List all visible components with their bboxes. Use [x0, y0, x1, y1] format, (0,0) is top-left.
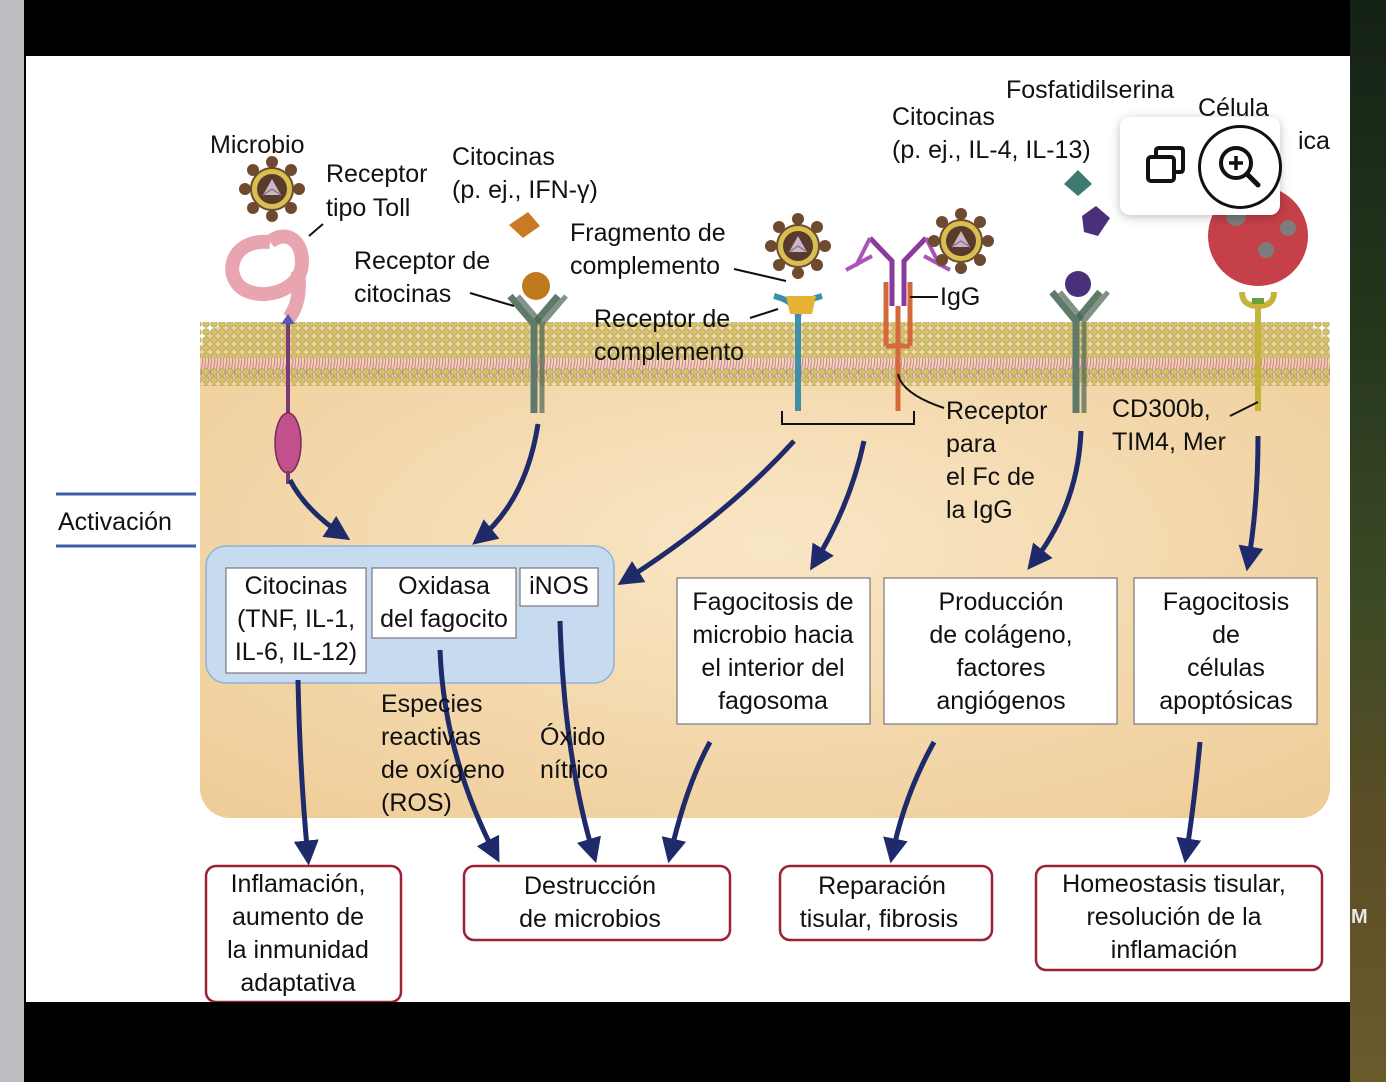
svg-text:Receptor: Receptor: [326, 160, 427, 188]
outcome-reparacion: [778, 864, 994, 942]
svg-text:resolución de la: resolución de la: [1086, 903, 1261, 931]
svg-text:Homeostasis tisular,: Homeostasis tisular,: [1062, 870, 1286, 898]
fc-receptor-igg: [781, 207, 995, 425]
pathway-arrows: [287, 423, 1264, 866]
svg-text:microbio hacia: microbio hacia: [692, 621, 853, 649]
image-toolbar: [1120, 117, 1282, 215]
left-window-edge: [0, 0, 24, 1082]
svg-text:Oxidasa: Oxidasa: [398, 572, 490, 600]
svg-text:tipo Toll: tipo Toll: [326, 194, 410, 222]
svg-text:Destrucción: Destrucción: [524, 872, 656, 900]
svg-text:Fagocitosis: Fagocitosis: [1163, 588, 1289, 616]
svg-text:Citocinas: Citocinas: [245, 572, 348, 600]
svg-text:el interior del: el interior del: [701, 654, 844, 682]
cytokine-receptor: [469, 212, 568, 413]
svg-text:Receptor de: Receptor de: [594, 305, 730, 333]
svg-text:para: para: [946, 430, 996, 458]
svg-text:la IgG: la IgG: [946, 496, 1013, 524]
svg-text:complemento: complemento: [594, 338, 744, 366]
svg-text:de colágeno,: de colágeno,: [929, 621, 1072, 649]
svg-text:adaptativa: adaptativa: [240, 969, 355, 997]
macrophage-activation-diagram: Activación Microbio Receptor tipo Toll C…: [56, 76, 1330, 1002]
svg-text:Producción: Producción: [938, 588, 1063, 616]
svg-text:células: células: [1187, 654, 1265, 682]
copy-window-icon: [1146, 146, 1185, 183]
svg-text:Microbio: Microbio: [210, 131, 304, 159]
membrane-outer-leaflet: [200, 322, 1330, 358]
svg-text:Fragmento de: Fragmento de: [570, 219, 726, 247]
svg-text:apoptósicas: apoptósicas: [1159, 687, 1292, 715]
svg-text:TIM4, Mer: TIM4, Mer: [1112, 428, 1226, 456]
svg-text:la inmunidad: la inmunidad: [227, 936, 369, 964]
svg-text:de oxígeno: de oxígeno: [381, 756, 505, 784]
svg-text:Especies: Especies: [381, 690, 482, 718]
microbe-icon: [927, 207, 995, 275]
svg-text:citocinas: citocinas: [354, 280, 451, 308]
toll-like-receptor: [225, 155, 324, 484]
svg-text:aumento de: aumento de: [232, 903, 364, 931]
outcome-destruccion: [462, 864, 732, 942]
background-wallpaper-strip: [1350, 0, 1386, 1082]
svg-text:el Fc de: el Fc de: [946, 463, 1035, 491]
svg-text:Citocinas: Citocinas: [452, 143, 555, 171]
il4-il13-receptor: [1049, 170, 1110, 413]
svg-text:iNOS: iNOS: [529, 572, 589, 600]
svg-text:Inflamación,: Inflamación,: [231, 870, 366, 898]
svg-text:angiógenos: angiógenos: [936, 687, 1065, 715]
svg-text:IgG: IgG: [940, 283, 980, 311]
svg-text:Receptor: Receptor: [946, 397, 1047, 425]
svg-text:(p. ej., IL-4, IL-13): (p. ej., IL-4, IL-13): [892, 136, 1091, 164]
svg-text:de microbios: de microbios: [519, 905, 661, 933]
svg-text:Fagocitosis de: Fagocitosis de: [692, 588, 853, 616]
zoom-in-button[interactable]: [1198, 125, 1282, 209]
microbe-icon: [764, 212, 832, 280]
svg-text:tisular, fibrosis: tisular, fibrosis: [800, 905, 958, 933]
zoom-in-icon: [1219, 146, 1261, 188]
copy-button[interactable]: [1140, 139, 1194, 193]
svg-text:(ROS): (ROS): [381, 789, 452, 817]
svg-text:(TNF, IL-1,: (TNF, IL-1,: [237, 605, 355, 633]
svg-text:(p. ej., IFN-γ): (p. ej., IFN-γ): [452, 176, 598, 204]
outcome-homeostasis: [1034, 864, 1324, 972]
wallpaper-letter: M: [1351, 906, 1368, 928]
svg-text:IL-6, IL-12): IL-6, IL-12): [235, 638, 357, 666]
complement-receptor: [733, 212, 832, 411]
svg-text:complemento: complemento: [570, 252, 720, 280]
microbe-icon: [238, 155, 306, 223]
svg-text:fagosoma: fagosoma: [718, 687, 828, 715]
svg-text:ica: ica: [1298, 127, 1330, 155]
svg-text:Reparación: Reparación: [818, 872, 946, 900]
svg-text:factores: factores: [957, 654, 1046, 682]
svg-text:Citocinas: Citocinas: [892, 103, 995, 131]
outcome-inflamacion: [204, 864, 403, 1002]
svg-text:nítrico: nítrico: [540, 756, 608, 784]
membrane-inner-leaflet: [200, 368, 1330, 386]
svg-text:del fagocito: del fagocito: [380, 605, 508, 633]
svg-text:Activación: Activación: [58, 508, 172, 536]
diagram-text: Microbio Receptor tipo Toll Citocinas (p…: [210, 76, 1330, 997]
svg-text:inflamación: inflamación: [1111, 936, 1237, 964]
svg-text:Fosfatidilserina: Fosfatidilserina: [1006, 76, 1174, 104]
svg-text:reactivas: reactivas: [381, 723, 481, 751]
svg-text:Óxido: Óxido: [540, 722, 605, 751]
svg-text:de: de: [1212, 621, 1240, 649]
svg-text:CD300b,: CD300b,: [1112, 395, 1211, 423]
image-viewer-panel: Activación Microbio Receptor tipo Toll C…: [26, 56, 1350, 1002]
activation-label: Activación: [56, 492, 196, 548]
svg-text:Receptor de: Receptor de: [354, 247, 490, 275]
